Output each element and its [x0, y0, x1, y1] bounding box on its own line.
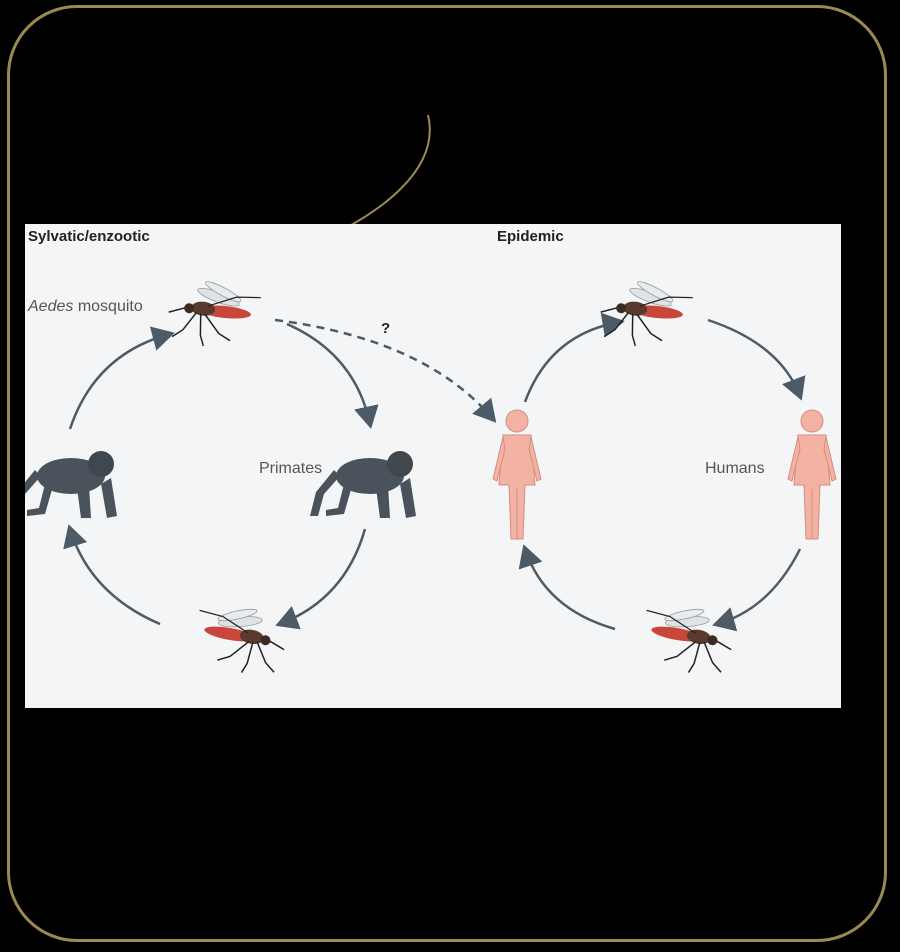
- arrow-primate-to-mosquito: [70, 334, 170, 429]
- vector-label: Aedes mosquito: [28, 298, 143, 316]
- human-icon-right: [788, 410, 836, 539]
- human-icon-left: [493, 410, 541, 539]
- arrow-human-to-mosquito: [525, 322, 620, 402]
- spillover-question-mark: ?: [381, 320, 390, 337]
- primates-label: Primates: [259, 460, 322, 478]
- vector-genus: Aedes: [28, 298, 73, 315]
- transmission-cycle-diagram: Sylvatic/enzootic Epidemic Aedes mosquit…: [25, 224, 841, 708]
- mosquito-icon-bottom-left: [190, 597, 290, 679]
- epidemic-title: Epidemic: [497, 228, 564, 245]
- arrow-lower-mosquito-to-primate: [70, 529, 160, 624]
- mosquito-icon-top-right: [598, 275, 695, 351]
- mosquito-icon-top-left: [166, 275, 263, 351]
- primate-icon-right: [310, 451, 416, 518]
- arrow-mosquito-to-primate: [287, 324, 370, 424]
- mosquito-icon-bottom-right: [637, 597, 737, 679]
- arrow-primate-to-lower-mosquito: [280, 529, 365, 624]
- arrow-human-to-lower-mosquito: [717, 549, 800, 624]
- arrow-lower-mosquito-to-human: [525, 549, 615, 629]
- humans-label: Humans: [705, 460, 765, 478]
- primate-icon-left: [25, 451, 117, 518]
- arrow-mosquito-to-human: [708, 320, 800, 396]
- vector-common-name: mosquito: [73, 298, 142, 315]
- sylvatic-title: Sylvatic/enzootic: [28, 228, 150, 245]
